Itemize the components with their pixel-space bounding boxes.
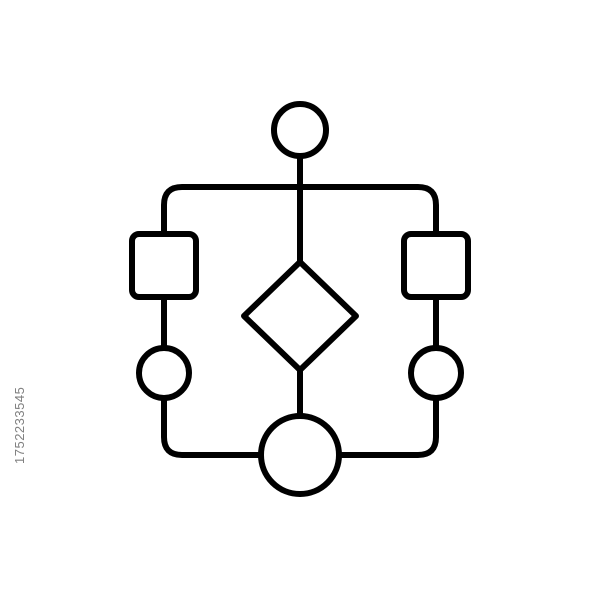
connector-left-to-end [161, 396, 264, 458]
decision-node-diamond [241, 259, 359, 373]
right-terminal-node-circle [408, 345, 464, 401]
end-node-circle [258, 413, 342, 497]
connector-lines [161, 153, 439, 458]
right-process-node-square [401, 231, 471, 300]
connector-right-to-end [336, 396, 439, 458]
start-node-circle [271, 101, 329, 159]
connector-top-bar [161, 184, 439, 236]
image-id-text: 1752233545 [12, 386, 27, 464]
left-terminal-node-circle [136, 345, 192, 401]
left-process-node-square [129, 231, 199, 300]
